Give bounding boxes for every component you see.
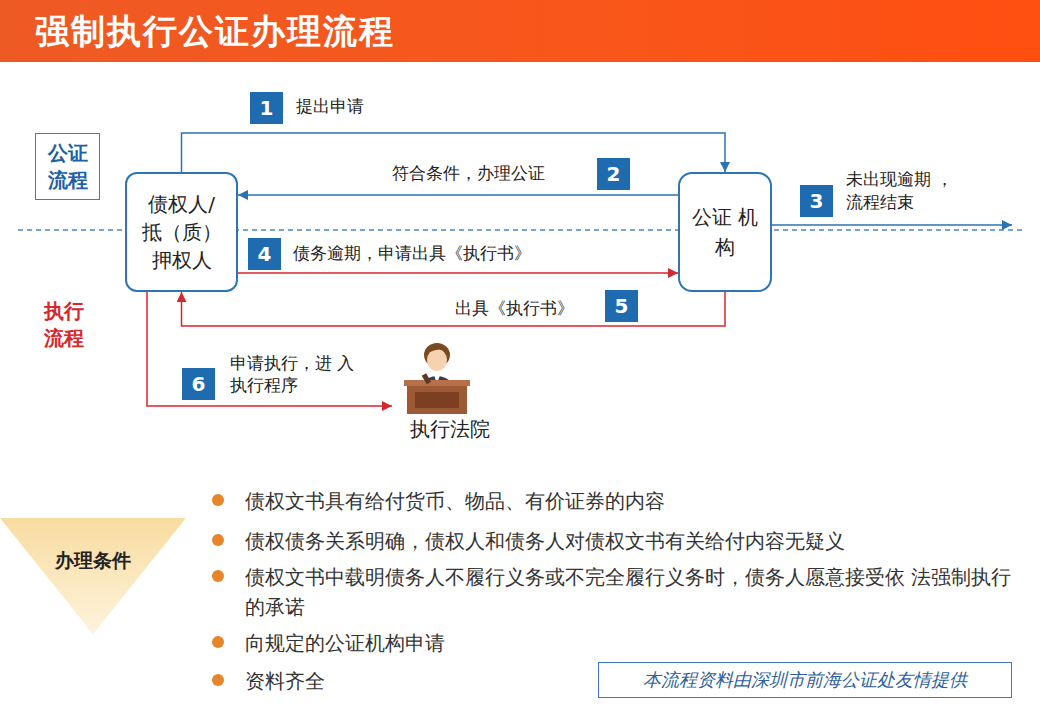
callout-number: 4 (248, 238, 281, 270)
node-text: 公证 流程 (42, 140, 93, 194)
node-text: 本流程资料由深圳市前海公证处友情提供 (643, 668, 967, 692)
callout-number: 3 (800, 185, 833, 217)
callout-number: 2 (597, 158, 630, 190)
triangle-fill (0, 518, 186, 634)
party-box: 债权人/ 抵（质） 押权人 (125, 172, 238, 292)
bullet-dots (212, 494, 224, 686)
node-text: 公证 机构 (690, 202, 760, 262)
flow-arrow (238, 194, 678, 196)
edge-label: 申请执行，进 入执行程序 (228, 352, 360, 396)
end-arrow (772, 224, 1012, 226)
node-text: 执行法院 (392, 416, 508, 443)
edge-label: 提出申请 (294, 95, 366, 117)
flow-arrow (238, 272, 678, 274)
condition-item: 债权文书中载明债务人不履行义务或不完全履行义务时，债务人愿意接受依 法强制执行的… (245, 562, 1030, 622)
page-title: 强制执行公证办理流程 (35, 9, 395, 55)
callout-number: 5 (605, 290, 638, 322)
node-text: 债权人/ 抵（质） 押权人 (137, 190, 226, 274)
callout-number: 1 (250, 92, 283, 124)
party-box: 公证 机构 (678, 172, 772, 292)
node-text: 办理条件 (0, 548, 186, 574)
section-label: 执行 流程 (44, 298, 98, 352)
section-box: 公证 流程 (35, 133, 100, 200)
source-note: 本流程资料由深圳市前海公证处友情提供 (598, 662, 1012, 698)
flow-arrow (147, 292, 392, 406)
edge-label: 出具《执行书》 (453, 297, 576, 319)
callout-number: 6 (182, 368, 215, 400)
condition-item: 资料齐全 (245, 666, 1030, 696)
condition-item: 债权文书具有给付货币、物品、有价证券的内容 (245, 486, 1030, 516)
court-figure: 执行法院 (392, 340, 508, 450)
condition-triangle: 办理条件 (0, 518, 186, 634)
end-note: 未出现逾期 ，流程结束 (846, 168, 966, 214)
condition-item: 债权债务关系明确，债权人和债务人对债权文书有关给付内容无疑义 (245, 526, 1030, 556)
triangle-shape (0, 518, 186, 634)
flow-arrow (182, 292, 726, 326)
judge-figure (404, 343, 470, 414)
edge-label: 符合条件，办理公证 (390, 162, 547, 184)
edge-label: 债务逾期，申请出具《执行书》 (291, 242, 533, 264)
condition-item: 向规定的公证机构申请 (245, 628, 1030, 658)
